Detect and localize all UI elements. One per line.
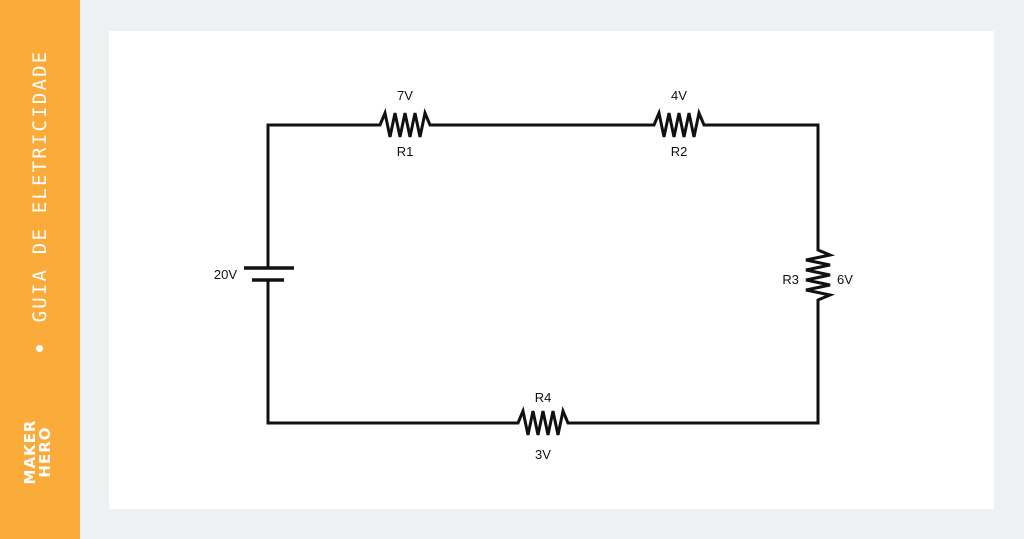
r2-name: R2	[671, 144, 688, 159]
sidebar-title: GUIA DE ELETRICIDADE	[29, 49, 51, 323]
diagram-canvas: 20V 7V R1 4V R2 R3 6V R4 3V	[109, 31, 994, 509]
r4-voltage: 3V	[535, 447, 551, 462]
sidebar: GUIA DE ELETRICIDADE MAKER HERO	[0, 0, 80, 539]
r3-voltage: 6V	[837, 272, 853, 287]
top-wire-with-r1-r2	[266, 107, 820, 138]
right-wire-with-r3	[805, 123, 836, 425]
r4-name: R4	[535, 390, 552, 405]
r3-name: R3	[782, 272, 799, 287]
bullet-dot	[36, 345, 43, 352]
r1-name: R1	[397, 144, 414, 159]
logo-line-2: HERO	[36, 426, 54, 478]
bottom-wire-with-r4	[266, 405, 820, 436]
maker-hero-logo: MAKER HERO	[21, 402, 57, 502]
r2-voltage: 4V	[671, 88, 687, 103]
r1-voltage: 7V	[397, 88, 413, 103]
battery-label: 20V	[214, 267, 237, 282]
circuit-diagram: 20V 7V R1 4V R2 R3 6V R4 3V	[214, 88, 853, 462]
